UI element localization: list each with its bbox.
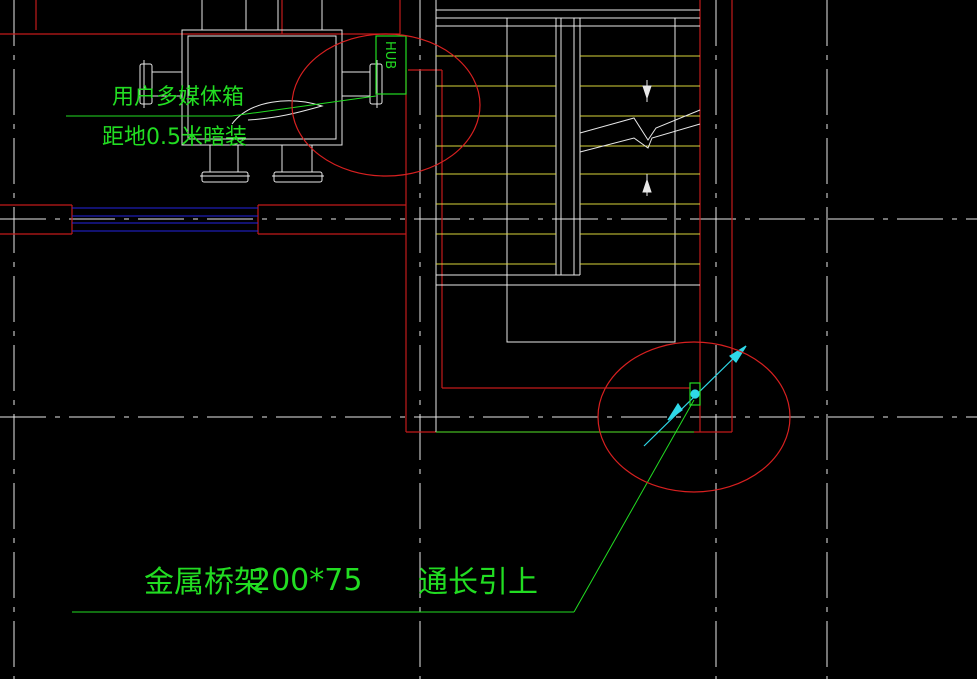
stairwell xyxy=(435,0,701,432)
chair-left xyxy=(139,60,182,108)
tray-label-size: 200*75 xyxy=(252,563,362,598)
highlight-circle-hub xyxy=(291,33,481,177)
chair-bottom-left xyxy=(200,145,250,183)
annotation-leaders xyxy=(66,95,695,613)
media-box-mount-label: 距地0.5米暗装 xyxy=(102,125,247,150)
hub-box[interactable]: HUB xyxy=(375,35,407,95)
stair-break-line xyxy=(579,109,701,141)
window-glazing xyxy=(72,207,258,232)
stair-treads xyxy=(436,55,700,265)
riser-node xyxy=(690,389,700,399)
tray-label-routing: 通长引上 xyxy=(418,565,538,600)
chair-bottom-right xyxy=(272,145,324,183)
highlight-circle-riser xyxy=(597,341,791,493)
cable-tray-riser[interactable] xyxy=(643,345,747,447)
table-cloth-curve xyxy=(231,100,324,125)
hub-label: HUB xyxy=(382,41,397,69)
dining-table xyxy=(139,0,383,183)
stair-direction-arrows xyxy=(642,80,652,196)
media-box-label: 用户多媒体箱 xyxy=(112,85,244,110)
tray-label-material: 金属桥架 xyxy=(144,565,264,600)
